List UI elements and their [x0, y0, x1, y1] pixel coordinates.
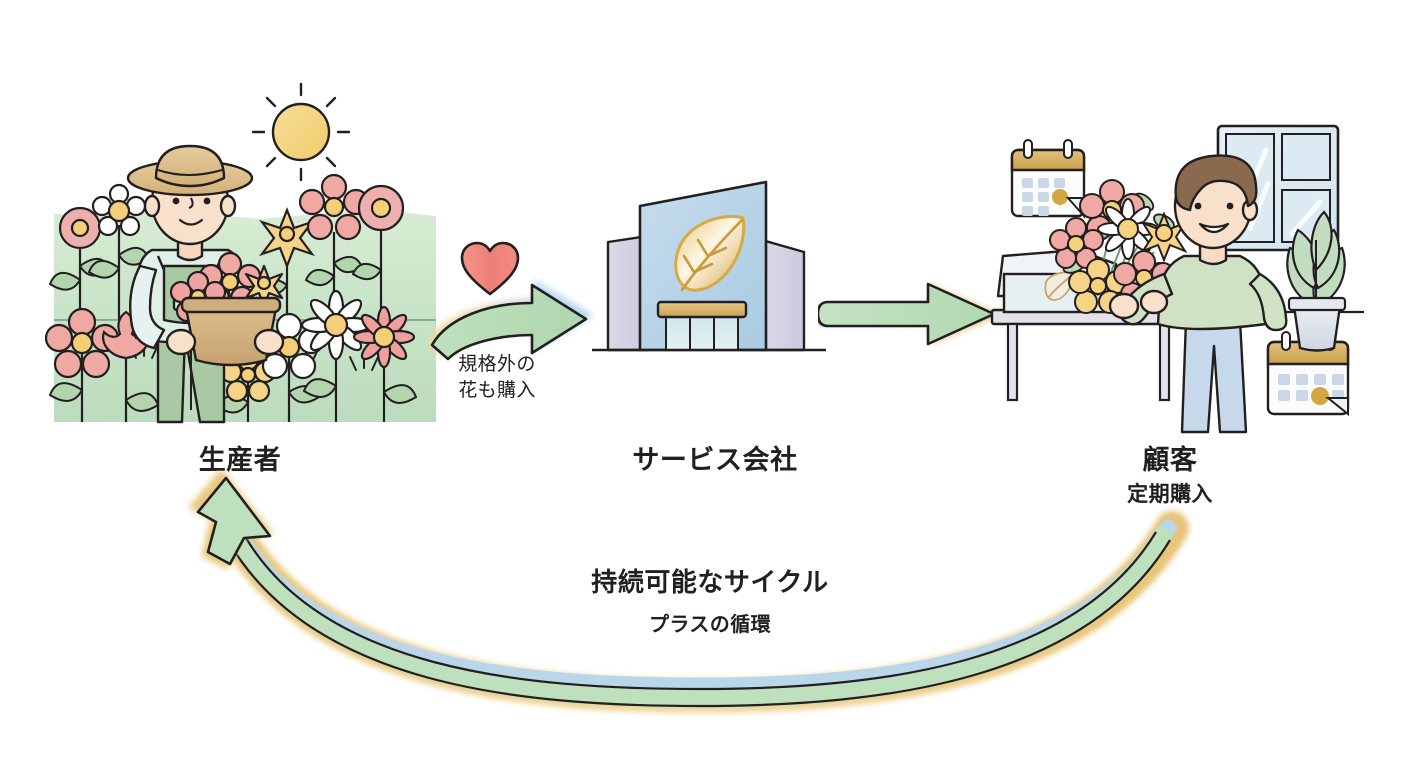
- service-company-scene: [588, 160, 838, 420]
- farmer-hands: [165, 328, 285, 356]
- customer-label: 顧客: [1142, 445, 1198, 475]
- flower-daisy-white: [91, 183, 147, 237]
- arrow-label-line-1: 規格外の: [458, 354, 536, 375]
- arrowhead-left: [188, 470, 274, 570]
- flower-ring-pink-2: [357, 184, 405, 232]
- box-leaf-icon: [1044, 271, 1074, 301]
- customer-illustration: [988, 124, 1364, 434]
- calendar-icon-top: [1010, 139, 1086, 219]
- arrow-producer-to-company-label: 規格外の 花も購入: [432, 352, 562, 403]
- cycle-title: 持続可能なサイクル: [591, 567, 829, 597]
- arrow-company-to-customer: [818, 278, 1003, 350]
- cycle-subtitle: プラスの循環: [649, 614, 771, 636]
- flower-aster-pink: [352, 305, 416, 369]
- service-company-label: サービス会社: [632, 445, 798, 475]
- flower-daisy-large-white: [300, 289, 372, 361]
- flower-ring-pink: [58, 206, 102, 250]
- table-icon: [990, 308, 1186, 402]
- arrow-producer-to-company: [428, 275, 608, 365]
- leaf-logo-icon: [674, 215, 746, 292]
- sun-icon: [251, 82, 351, 182]
- flower-basket: [169, 251, 284, 367]
- producer-label: 生産者: [198, 445, 282, 475]
- producer-scene: [40, 70, 440, 450]
- calendar-icon-bottom: [1266, 331, 1350, 417]
- producer-illustration: [44, 82, 436, 424]
- customer-sublabel: 定期購入: [1127, 483, 1213, 506]
- service-company-illustration: [592, 180, 826, 352]
- arrow-customer-to-producer: [180, 470, 1220, 730]
- customer-figure: [1108, 154, 1288, 434]
- potted-plant-icon: [1286, 210, 1347, 352]
- heart-icon: [459, 240, 521, 298]
- customer-scene: [968, 110, 1368, 440]
- arrow-label-line-2: 花も購入: [458, 379, 536, 401]
